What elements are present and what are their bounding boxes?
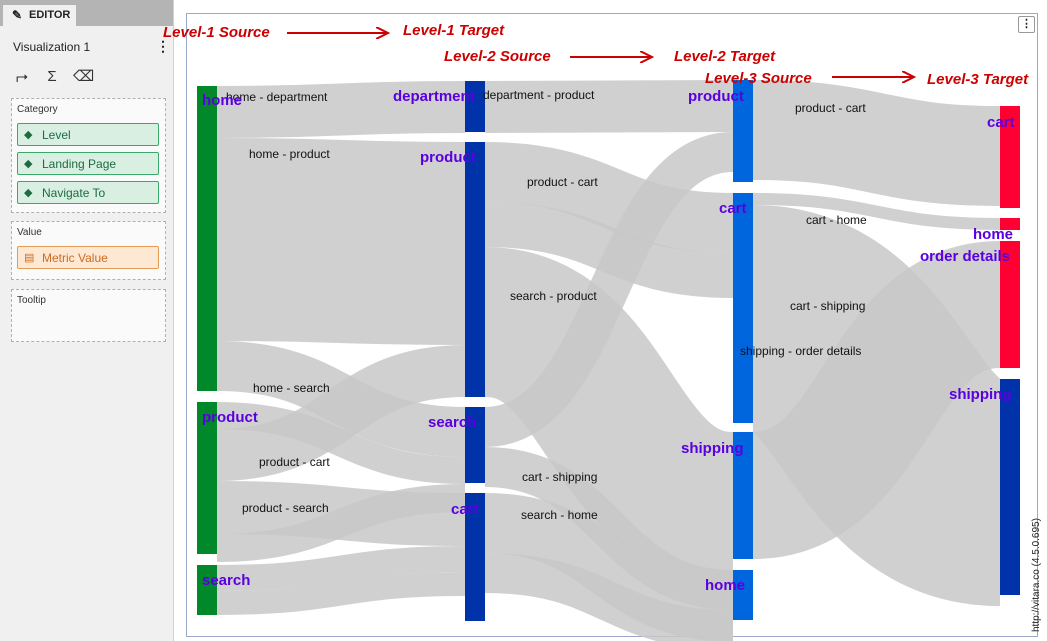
value-pill-metric-value[interactable]: ▤ Metric Value (17, 246, 159, 269)
pill-label: Metric Value (42, 251, 108, 265)
link-label: home - search (253, 381, 330, 395)
node-label: search (428, 414, 476, 431)
dimension-diamond-icon: ◆ (24, 129, 33, 141)
sankey-link[interactable] (216, 138, 466, 345)
sankey-node-l1-product[interactable] (197, 402, 217, 554)
sankey-link[interactable] (216, 572, 466, 615)
node-label: department (393, 88, 475, 105)
editor-tab[interactable]: ✎ EDITOR (3, 5, 76, 26)
node-label: cart (987, 114, 1015, 131)
editor-tab-label: EDITOR (29, 9, 71, 21)
link-label: cart - home (806, 213, 867, 227)
link-label: cart - shipping (790, 299, 865, 313)
tooltip-title: Tooltip (17, 295, 46, 306)
sankey-node-l2-department[interactable] (465, 81, 485, 132)
value-title: Value (17, 227, 42, 238)
sankey-node-l3-home[interactable] (733, 570, 753, 620)
dimension-diamond-icon: ◆ (24, 187, 33, 199)
swap-axes-icon[interactable]: ⮣ (15, 68, 28, 85)
editor-tab-bar: ✎ EDITOR (0, 0, 173, 26)
sankey-link[interactable] (484, 553, 734, 641)
annotation-level-3-source: Level-3 Source (705, 70, 812, 87)
node-label: home (705, 577, 745, 594)
metric-icon: ▤ (24, 252, 35, 264)
sankey-node-l3-cart[interactable] (733, 193, 753, 423)
sankey-link[interactable] (216, 546, 466, 591)
node-label: product (688, 88, 744, 105)
sankey-link[interactable] (752, 80, 1001, 206)
sankey-node-l2-product[interactable] (465, 142, 485, 397)
category-pill-landing-page[interactable]: ◆ Landing Page (17, 152, 159, 175)
sankey-link[interactable] (483, 132, 735, 447)
visualization-name: Visualization 1 (13, 40, 91, 54)
sankey-link[interactable] (748, 241, 1005, 559)
pill-label: Level (42, 128, 71, 142)
sankey-node-l4-order-details[interactable] (1000, 241, 1020, 368)
sankey-link[interactable] (479, 247, 739, 582)
link-label: product - cart (527, 175, 598, 189)
sankey-node-l4-shipping[interactable] (1000, 379, 1020, 595)
pill-label: Navigate To (42, 186, 106, 200)
sankey-node-l4-home[interactable] (1000, 218, 1020, 230)
category-pill-level[interactable]: ◆ Level (17, 123, 159, 146)
node-label: cart (451, 501, 479, 518)
dimension-diamond-icon: ◆ (24, 158, 33, 170)
link-label: search - home (521, 508, 598, 522)
node-label: shipping (949, 386, 1012, 403)
annotation-level-1-target: Level-1 Target (403, 22, 505, 39)
sankey-link[interactable] (216, 484, 466, 562)
chart-menu-icon[interactable]: ⋮ (1018, 16, 1035, 33)
sankey-node-l3-product[interactable] (733, 80, 753, 182)
category-pill-navigate-to[interactable]: ◆ Navigate To (17, 181, 159, 204)
sankey-link[interactable] (216, 81, 466, 138)
link-label: product - cart (259, 455, 330, 469)
node-label: product (202, 409, 258, 426)
eraser-icon[interactable]: ⌫ (73, 68, 95, 85)
link-label: product - search (242, 501, 329, 515)
tooltip-section[interactable]: Tooltip (11, 289, 166, 342)
category-title: Category (17, 104, 58, 115)
link-label: cart - shipping (522, 470, 597, 484)
annotation-level-2-target: Level-2 Target (674, 48, 776, 65)
pencil-icon: ✎ (12, 8, 23, 22)
node-label: home (202, 92, 242, 109)
value-section: Value ▤ Metric Value (11, 221, 166, 280)
link-label: shipping - order details (740, 344, 861, 358)
sankey-node-l1-search[interactable] (197, 565, 217, 615)
node-label: home (973, 226, 1013, 243)
vitara-credit[interactable]: http://vitara.co (4.5.0.695) (1031, 518, 1042, 632)
category-section: Category ◆ Level ◆ Landing Page ◆ Naviga… (11, 98, 166, 213)
sankey-link[interactable] (484, 142, 734, 253)
sankey-node-l2-search[interactable] (465, 407, 485, 483)
sankey-node-l3-shipping[interactable] (733, 432, 753, 559)
sankey-link[interactable] (484, 80, 734, 133)
sankey-node-l4-cart[interactable] (1000, 106, 1020, 208)
node-label: product (420, 149, 476, 166)
pill-label: Landing Page (42, 157, 117, 171)
node-label: search (202, 572, 250, 589)
sankey-node-l2-cart[interactable] (465, 493, 485, 621)
sankey-node-l1-home[interactable] (197, 86, 217, 391)
sigma-icon[interactable]: Σ (47, 68, 57, 85)
sankey-link[interactable] (752, 193, 1001, 230)
annotation-level-3-target: Level-3 Target (927, 71, 1029, 88)
more-options-icon[interactable]: ⋮ (156, 38, 170, 54)
link-label: search - product (510, 289, 597, 303)
link-label: home - department (226, 90, 328, 104)
annotation-level-1-source: Level-1 Source (163, 24, 270, 41)
link-label: product - cart (795, 101, 866, 115)
link-label: home - product (249, 147, 330, 161)
sankey-link[interactable] (216, 345, 466, 481)
node-label: order details (920, 248, 1010, 265)
annotation-level-2-source: Level-2 Source (444, 48, 551, 65)
node-label: cart (719, 200, 747, 217)
editor-panel: ✎ EDITOR Visualization 1 ⋮ ⮣ Σ ⌫ Categor… (0, 0, 174, 641)
link-label: department - product (483, 88, 595, 102)
node-label: shipping (681, 440, 744, 457)
